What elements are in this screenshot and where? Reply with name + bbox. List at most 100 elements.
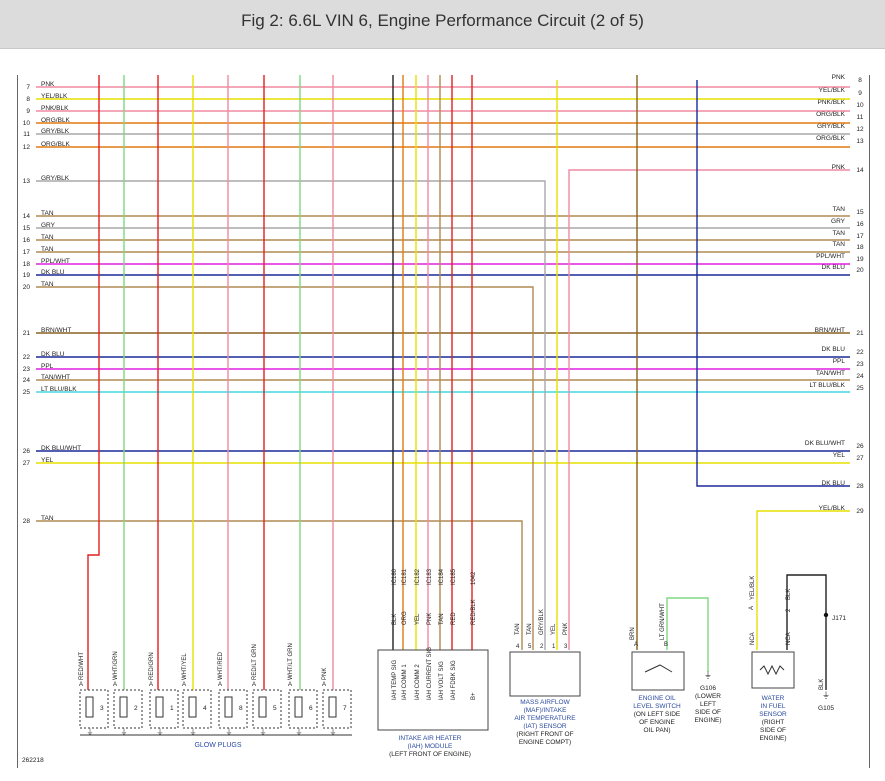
glow-plug-pin-label: A — [218, 682, 222, 688]
right-wire-number: 21 — [856, 330, 864, 337]
right-wire-number: 29 — [856, 508, 864, 515]
oil-switch-name: OF ENGINE — [639, 719, 675, 726]
wif-pin-a: A — [749, 606, 755, 610]
left-wire-number: 11 — [23, 131, 30, 138]
left-wire-color-label: TAN — [41, 234, 54, 241]
right-wire-color-label: PNK — [832, 74, 846, 81]
maf-sensor-name: AIR TEMPERATURE — [514, 715, 576, 722]
left-wire-color-label: YEL/BLK — [41, 93, 68, 100]
oil-switch-b-wire — [666, 597, 709, 672]
ground-icon: ⏚ — [87, 728, 94, 736]
glow-plug-number: 7 — [343, 705, 347, 712]
iah-wire-color: RED — [451, 612, 457, 625]
right-wire-color-label: GRY — [831, 218, 846, 225]
right-wire-number: 9 — [858, 90, 862, 97]
diagram-frame — [17, 75, 870, 768]
oil-switch-b-wire-label: LT GRN/WHT — [660, 603, 666, 640]
left-wire-number: 22 — [23, 354, 31, 361]
iah-module-name: (LEFT FRONT OF ENGINE) — [389, 751, 471, 758]
glow-plug-icon — [188, 696, 197, 718]
left-wire-number: 12 — [23, 144, 31, 151]
left-wire-color-label: TAN/WHT — [41, 374, 70, 381]
glow-plug-wire-label: WHT/LT GRN — [288, 643, 294, 680]
left-wire-number: 24 — [23, 377, 31, 384]
left-wire-number: 7 — [26, 84, 30, 91]
left-wire-number: 10 — [23, 120, 31, 127]
right-wire-color-label: GRY/BLK — [817, 123, 846, 130]
left-wire-number: 8 — [26, 96, 30, 103]
iah-wire-color: BLK — [392, 614, 398, 625]
glow-plug-icon — [155, 696, 164, 718]
iah-signal-label: IAH FDBK SIG — [451, 660, 457, 700]
glow-plug-pin-label: A — [149, 682, 153, 688]
wif-sensor-name: SENSOR — [759, 711, 787, 718]
left-wire-number: 25 — [23, 389, 31, 396]
glow-plugs-label: GLOW PLUGS — [194, 742, 241, 749]
maf-pin-number: 4 — [516, 644, 520, 650]
iah-signal-label: IAH CURRENT SIG — [427, 647, 433, 700]
right-wire-number: 14 — [856, 167, 864, 174]
left-wire-color-label: GRY/BLK — [41, 128, 70, 135]
right-wire-color-label: PPL/WHT — [816, 253, 845, 260]
left-wire-number: 28 — [23, 518, 31, 525]
iah-circuit-id: IC185 — [451, 568, 457, 585]
left-wire-color-label: BRN/WHT — [41, 327, 71, 334]
left-wire-number: 20 — [23, 284, 31, 291]
right-wire-number: 18 — [856, 244, 864, 251]
glow-plug-number: 3 — [100, 705, 104, 712]
maf-sensor-name: MASS AIRFLOW — [520, 699, 570, 706]
right-wire-color-label: PNK/BLK — [818, 99, 846, 106]
glow-plug-pin-label: A — [322, 682, 326, 688]
maf-wire-color: TAN — [527, 623, 533, 635]
maf-pin-number: 5 — [528, 644, 532, 650]
ground-icon: ⏚ — [121, 728, 128, 736]
glow-plug-icon — [258, 696, 267, 718]
right-wire-number: 25 — [856, 385, 864, 392]
wire-13-to-maf — [36, 180, 546, 650]
maf-sensor-box — [509, 651, 581, 697]
wif-sensor-box — [751, 651, 795, 689]
ground-icon: ⏚ — [190, 728, 197, 736]
maf-sensor-name: ENGINE COMPT) — [519, 739, 571, 746]
left-wire-color-label: GRY/BLK — [41, 175, 70, 182]
glow-plug-box — [252, 689, 282, 729]
right-wire-number: 13 — [856, 138, 864, 145]
wif-sensor-name: ENGINE) — [759, 735, 786, 742]
glow-plug-pin-label: A — [182, 682, 186, 688]
iah-signal-label: IAH TEMP SIG — [392, 660, 398, 700]
left-wire-color-label: YEL — [41, 457, 54, 464]
iah-module-box — [377, 649, 489, 731]
iah-module-name: (IAH) MODULE — [408, 743, 453, 750]
iah-wire-color: PNK — [427, 613, 433, 625]
figure-title: Fig 2: 6.6L VIN 6, Engine Performance Ci… — [241, 11, 644, 30]
ground-g106-location: (LOWER — [695, 693, 721, 700]
wire-20-to-maf — [36, 286, 534, 650]
iah-wire-color: ORG — [402, 611, 408, 625]
splice-j171-label: J171 — [832, 615, 846, 622]
glow-plug-wire-label: WHT/RED — [218, 651, 224, 680]
glow-plug-icon — [294, 696, 303, 718]
wif-a-wire-label: YEL/BLK — [750, 576, 756, 600]
glow-plug-wire — [87, 75, 100, 690]
left-wire-number: 26 — [23, 448, 31, 455]
right-wire-number: 16 — [856, 221, 864, 228]
wif-2-wire-label: BLK — [786, 589, 792, 600]
left-wire-number: 23 — [23, 366, 31, 373]
glow-plug-box — [182, 689, 212, 729]
iah-circuit-id: IC184 — [439, 568, 445, 585]
right-wire-number: 24 — [856, 373, 864, 380]
right-wire-color-label: DK BLU/WHT — [805, 440, 845, 447]
iah-signal-label: IAH COMM 1 — [402, 664, 408, 700]
right-wire-number: 17 — [856, 233, 864, 240]
right-wire-color-label: DK BLU — [822, 346, 846, 353]
glow-plug-icon — [224, 696, 233, 718]
glow-plug-icon — [85, 696, 94, 718]
left-wire-color-label: DK BLU — [41, 269, 65, 276]
right-wire-number: 11 — [857, 114, 864, 121]
right-wire-number: 15 — [856, 209, 864, 216]
wif-blk-wire — [786, 574, 827, 690]
left-wire-color-label: TAN — [41, 246, 54, 253]
right-wire-number: 26 — [856, 443, 864, 450]
maf-wire-color: GRY/BLK — [539, 609, 545, 635]
